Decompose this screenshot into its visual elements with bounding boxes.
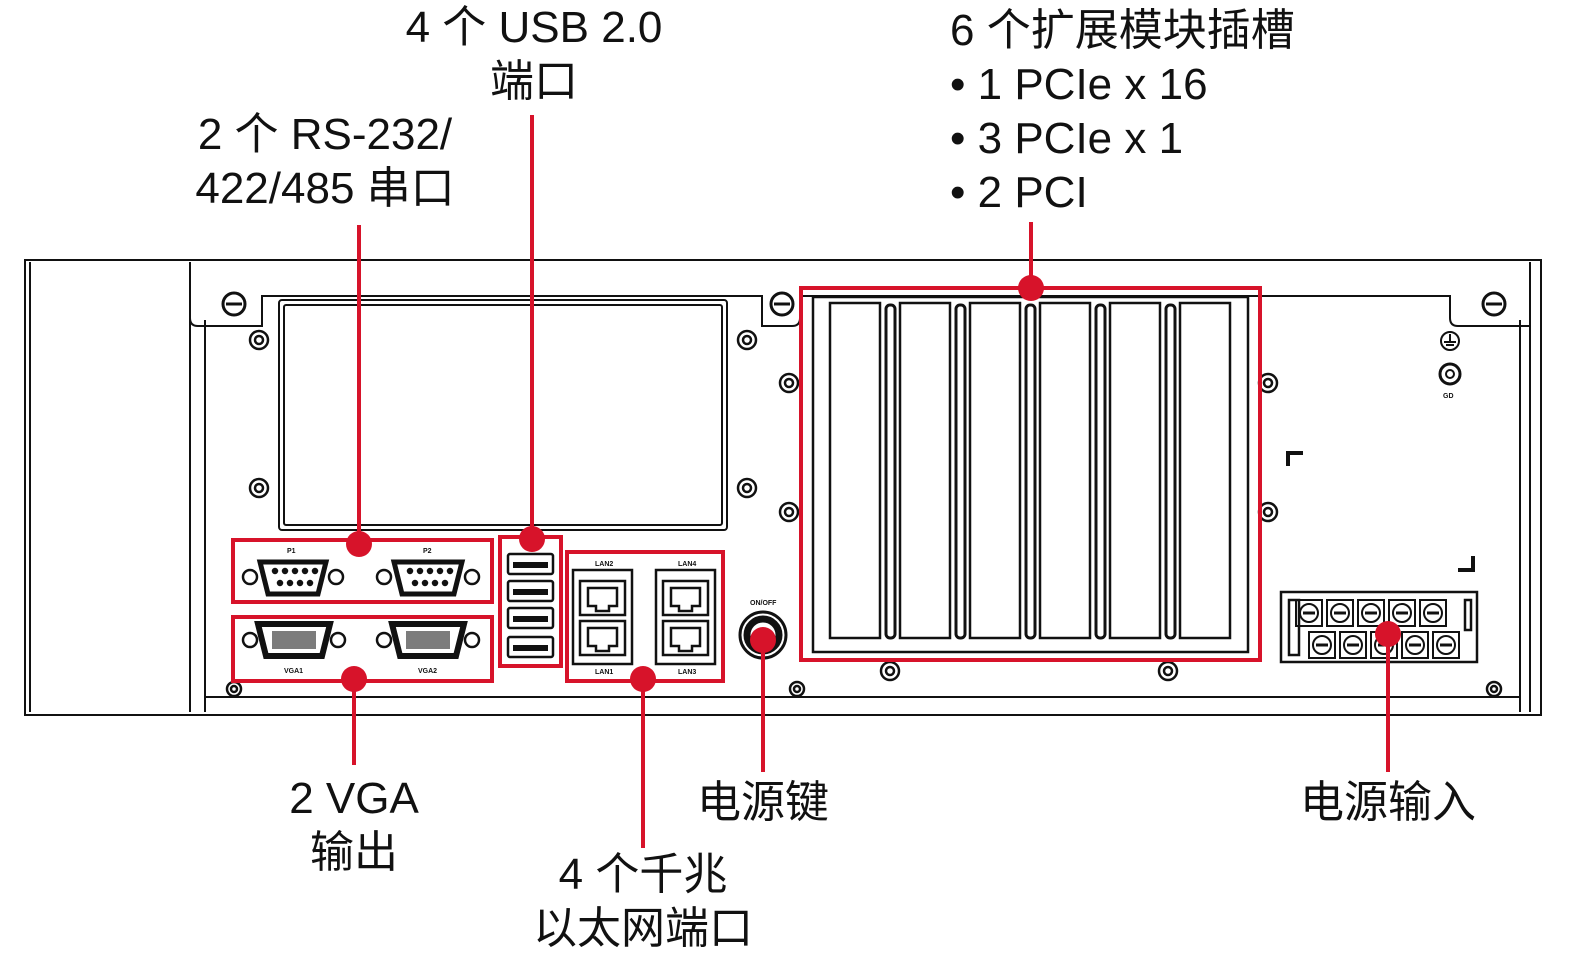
serial-callout-dot [346,531,372,557]
bolt-icon [248,477,270,499]
lan-block-right [654,568,717,666]
slot-cover-4 [1038,301,1092,640]
bolt-icon [248,329,270,351]
com2-label: P2 [423,548,432,555]
corner-marks [1286,451,1475,572]
serial-callout-line1: 2 个 RS-232/ [197,110,453,159]
power-input-callout-dot [1375,621,1401,647]
slot-cover-2 [898,301,952,640]
blank-cover-plate [278,299,728,531]
lan-ports [571,568,717,666]
expansion-callout-title: 6 个扩展模块插槽 [950,6,1295,55]
ground-label: GD [1443,393,1454,400]
bolt-icon [1485,680,1503,698]
bolt-icon [736,477,758,499]
expansion-callout-label: 6 个扩展模块插槽 • 1 PCIe x 16 • 3 PCIe x 1 • 2… [950,4,1370,220]
expansion-callout-item-2: • 3 PCIe x 1 [950,114,1184,163]
expansion-callout-item-3: • 2 PCI [950,168,1088,217]
vga-callout-line1: 2 VGA [289,774,419,823]
top-bracket [189,262,1531,327]
vga1-label: VGA1 [284,668,303,675]
screw-head-icon [769,291,795,317]
power-button-callout-dot [750,627,776,653]
bolt-icon [736,329,758,351]
screw-head-icon [1481,291,1507,317]
screw-head-icon [221,291,247,317]
lan-highlight-box [565,550,725,683]
usb-callout-label: 4 个 USB 2.0 端口 [372,1,696,109]
lan3-label: LAN3 [678,669,696,676]
serial-ports [241,559,481,597]
ground-icon [1438,331,1462,386]
onoff-label: ON/OFF [750,600,777,607]
chassis [24,259,1542,716]
usb-port-icon [506,606,555,630]
vga2-label: VGA2 [418,668,437,675]
slot-cover-1 [828,301,882,640]
slot-cover-5 [1108,301,1162,640]
vga-callout-line2: 输出 [310,828,398,877]
slot-cover-3 [968,301,1022,640]
bolt-icon [778,501,800,523]
power-button-callout-line1: 电源键 [697,778,829,827]
usb-callout-dot [519,526,545,552]
power-input-callout-label: 电源输入 [1280,776,1496,830]
rj45-port-icon [578,579,627,617]
power-button-callout-label: 电源键 [672,776,854,830]
vga-callout-label: 2 VGA 输出 [240,772,468,880]
expansion-slots [811,295,1250,654]
power-input-callout-line1: 电源输入 [1300,778,1476,827]
bolt-icon [788,680,806,698]
com1-label: P1 [287,548,296,555]
bolt-icon [879,660,901,682]
serial-callout-label: 2 个 RS-232/ 422/485 串口 [160,108,490,216]
expansion-callout-item-1: • 1 PCIe x 16 [950,60,1208,109]
db15-connector-icon [375,621,481,659]
usb-ports [506,552,555,659]
bolt-icon [778,372,800,394]
vga-ports [241,621,481,659]
lan-callout-line1: 4 个千兆 [558,850,728,899]
bolts [225,329,1503,698]
bolt-icon [1157,660,1179,682]
lan-block-left [571,568,634,666]
expansion-highlight-box [799,286,1262,662]
rj45-port-icon [578,619,627,657]
db9-connector-icon [375,559,481,597]
lan-callout-label: 4 个千兆 以太网端口 [510,848,776,956]
slot-cover-6 [1178,301,1232,640]
lan1-label: LAN1 [595,669,613,676]
callout-dots [341,275,1401,692]
lan-callout-line2: 以太网端口 [533,904,753,953]
lan2-label: LAN2 [595,561,613,568]
bolt-icon [225,680,243,698]
db15-connector-icon [241,621,347,659]
serial-callout-line2: 422/485 串口 [195,164,455,213]
chassis-outline [24,259,1542,716]
rj45-port-icon [661,579,710,617]
callout-highlights [231,115,1390,848]
lan-callout-dot [630,666,656,692]
vga-callout-dot [341,666,367,692]
usb-port-icon [506,579,555,603]
rj45-port-icon [661,619,710,657]
slot-frame [811,295,1250,654]
expansion-callout-dot [1018,275,1044,301]
usb-callout-line1: 4 个 USB 2.0 [405,3,663,52]
usb-callout-line2: 端口 [490,57,578,106]
bracket-screws [221,291,1507,317]
lan4-label: LAN4 [678,561,696,568]
db9-connector-icon [241,559,345,597]
usb-port-icon [506,635,555,659]
usb-port-icon [506,552,555,576]
